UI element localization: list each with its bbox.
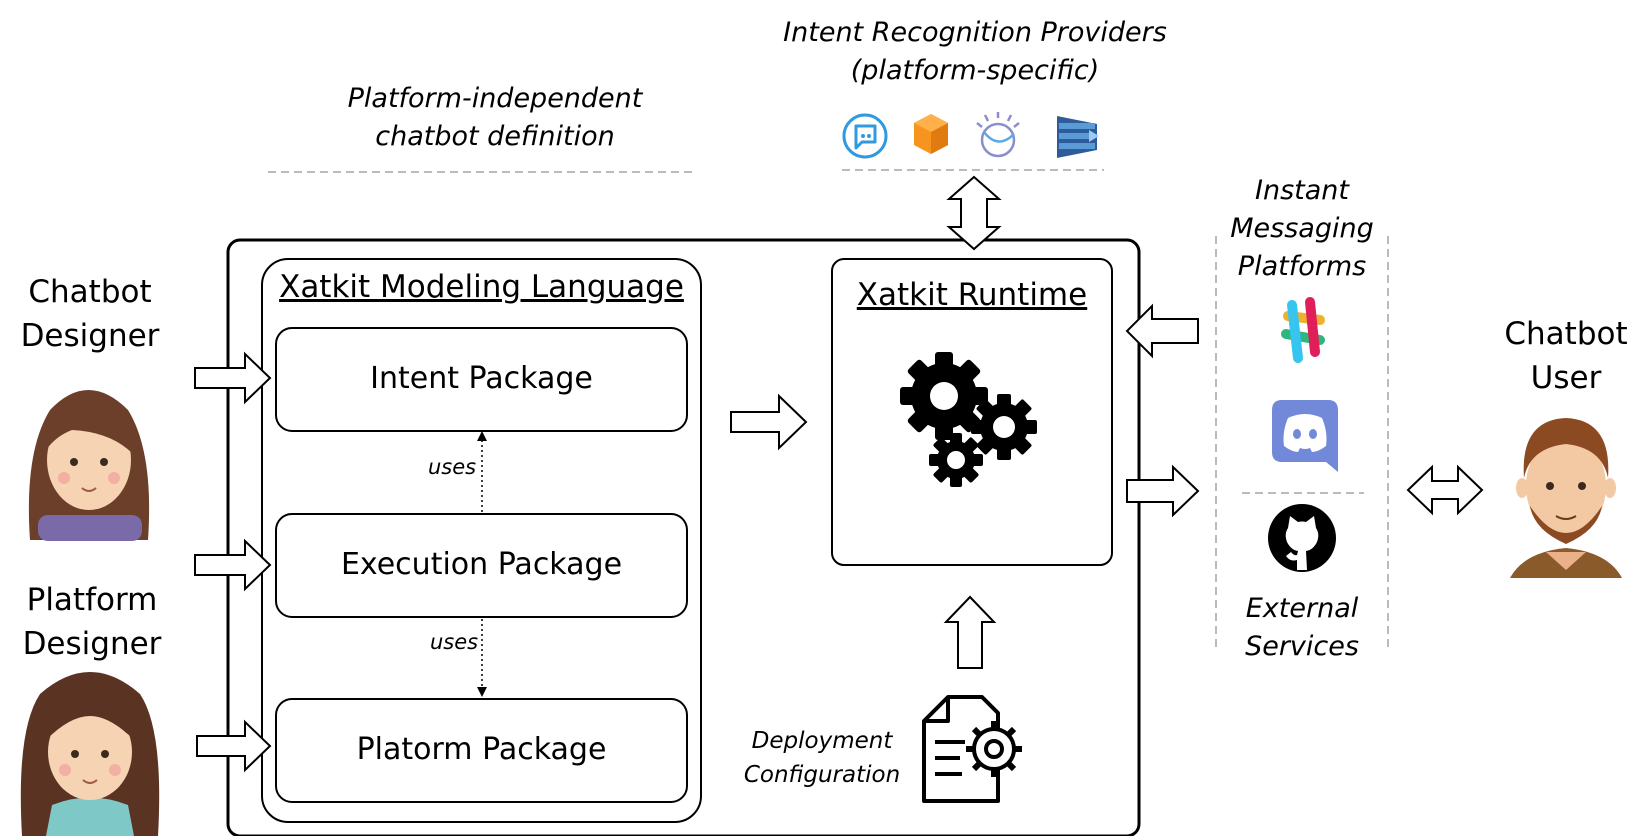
- intent-package-box[interactable]: [275, 327, 688, 432]
- execution-package-box[interactable]: [275, 513, 688, 618]
- female-avatar-icon: [28, 390, 150, 541]
- gears-icon: [900, 352, 1037, 487]
- uses-label-lower: uses: [429, 630, 479, 654]
- male-avatar-icon: [1510, 418, 1622, 578]
- github-icon: [1268, 504, 1336, 572]
- orange-cube-icon: [914, 114, 948, 154]
- modeling-to-runtime-arrow: [730, 393, 808, 451]
- platform-designer-to-platform-arrow: [196, 719, 272, 773]
- uses-label-upper: uses: [427, 455, 477, 479]
- chatbot-designer-label: Chatbot Designer: [20, 274, 160, 354]
- uses-arrow-up: [477, 431, 487, 512]
- modeling-language-title: Xatkit Modeling Language: [279, 269, 684, 305]
- designer-to-intent-arrow: [194, 351, 272, 405]
- amazon-lex-icon: [1057, 116, 1099, 158]
- platform-package-box[interactable]: [275, 698, 688, 803]
- deployment-configuration-caption: Deployment Configuration: [743, 728, 901, 788]
- runtime-providers-double-arrow: [946, 175, 1002, 251]
- dialogflow-icon: [842, 113, 888, 159]
- external-services-caption: External Services: [1245, 593, 1359, 662]
- user-platforms-double-arrow: [1406, 464, 1484, 516]
- runtime-to-services-arrow: [1126, 464, 1200, 518]
- platform-designer-label: Platform Designer: [22, 582, 162, 662]
- slack-icon: [1281, 297, 1325, 363]
- designer-to-execution-arrow: [194, 538, 272, 592]
- deployment-to-runtime-arrow: [943, 595, 997, 669]
- girl-avatar-icon: [20, 672, 160, 836]
- platform-package-label: Platorm Package: [356, 732, 607, 767]
- ibm-watson-icon: [976, 112, 1020, 158]
- platform-independent-caption: Platform-independent chatbot definition: [347, 83, 643, 152]
- intent-providers-caption: Intent Recognition Providers (platform-s…: [783, 17, 1167, 86]
- deployment-config-icon: [922, 695, 1022, 803]
- execution-package-label: Execution Package: [340, 547, 623, 582]
- runtime-title: Xatkit Runtime: [856, 277, 1088, 313]
- intent-package-label: Intent Package: [370, 361, 593, 396]
- modeling-language-box: [261, 258, 702, 823]
- uses-arrow-down: [477, 619, 487, 697]
- xatkit-framework-box: [226, 238, 1141, 836]
- messaging-to-runtime-arrow: [1125, 303, 1199, 359]
- discord-icon: [1272, 400, 1338, 472]
- messaging-platforms-caption: Instant Messaging Platforms: [1230, 175, 1374, 282]
- runtime-box: [831, 258, 1113, 566]
- chatbot-user-label: Chatbot User: [1504, 316, 1628, 396]
